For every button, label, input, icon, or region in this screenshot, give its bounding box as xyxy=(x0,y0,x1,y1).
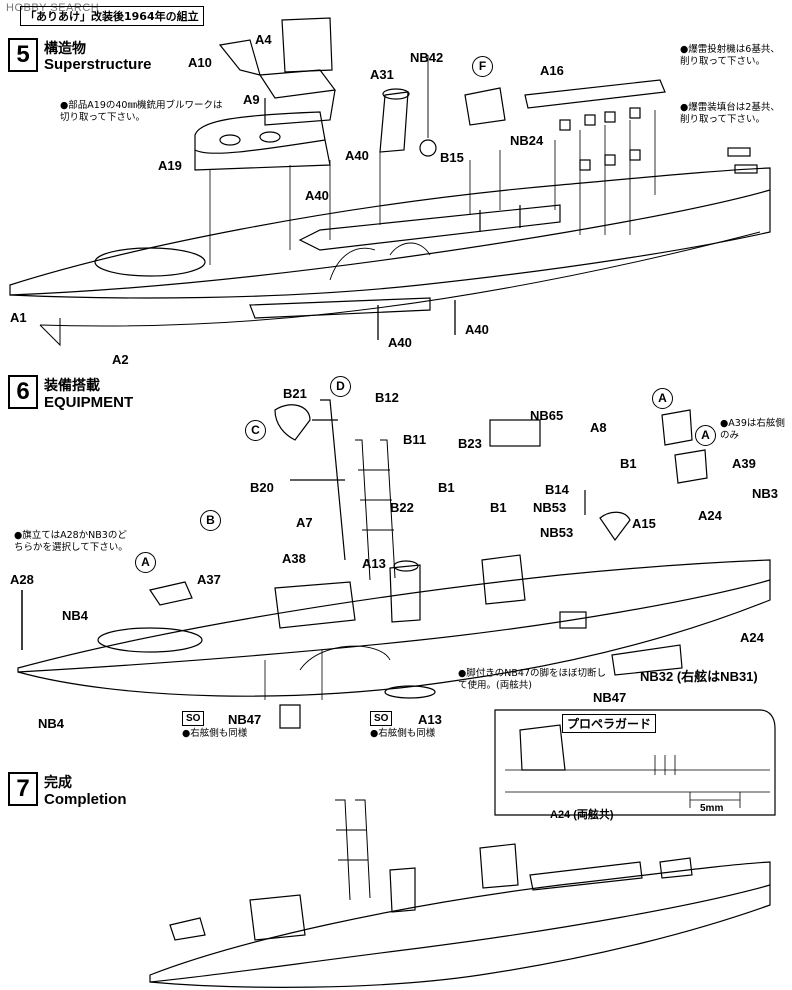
label-a-circle-1: A xyxy=(652,388,673,409)
note-flagpole-choice: ●旗立てはA28かNB3のどちらかを選択して下さい。 xyxy=(14,530,128,553)
step-6-title-en: EQUIPMENT xyxy=(44,394,134,411)
label-nb53-2: NB53 xyxy=(540,525,574,540)
label-d-circle: D xyxy=(330,376,351,397)
label-nb24: NB24 xyxy=(510,133,544,148)
label-a40-2: A40 xyxy=(305,188,329,203)
step-5-number: 5 xyxy=(8,38,38,72)
watermark: HOBBY SEARCH xyxy=(6,2,100,14)
label-a1: A1 xyxy=(10,310,27,325)
step-7-title-en: Completion xyxy=(44,791,127,808)
step-7-title-jp: 完成 xyxy=(44,775,72,791)
label-a40-3: A40 xyxy=(388,335,412,350)
label-nb42: NB42 xyxy=(410,50,444,65)
step-6-title-jp: 装備搭載 xyxy=(44,378,100,394)
label-c-circle: C xyxy=(245,420,266,441)
label-nb47-2: NB47 xyxy=(593,690,627,705)
so-badge-1: SO xyxy=(182,711,205,726)
label-a9: A9 xyxy=(243,92,260,107)
step-6-number: 6 xyxy=(8,375,38,409)
label-a24-2: A24 xyxy=(740,630,764,645)
label-b-circle: B xyxy=(200,510,221,531)
label-b22: B22 xyxy=(390,500,414,515)
note-depth-charge-launchers: ●爆雷投射機は6基共、削り取って下さい。 xyxy=(680,44,780,67)
label-a-circle-2: A xyxy=(695,425,716,446)
label-b1-3: B1 xyxy=(490,500,507,515)
label-a24-prop: A24 (両舷共) xyxy=(550,809,614,821)
label-nb4-2: NB4 xyxy=(38,716,65,731)
note-depth-charge-racks: ●爆雷装填台は2基共、削り取って下さい。 xyxy=(680,102,780,125)
label-nb3: NB3 xyxy=(752,486,779,501)
label-a13-2: A13 xyxy=(418,712,442,727)
label-a39: A39 xyxy=(732,456,756,471)
label-a7: A7 xyxy=(296,515,313,530)
label-nb4-1: NB4 xyxy=(62,608,89,623)
label-a37: A37 xyxy=(197,572,221,587)
label-a19: A19 xyxy=(158,158,182,173)
label-a8: A8 xyxy=(590,420,607,435)
label-b21: B21 xyxy=(283,386,307,401)
label-b11: B11 xyxy=(403,432,427,447)
label-nb47-1: NB47 xyxy=(228,712,262,727)
step-5-title-en: Superstructure xyxy=(44,56,152,73)
step-7-number: 7 xyxy=(8,772,38,806)
so-badge-2: SO xyxy=(370,711,393,726)
propeller-guard-title: プロペラガード xyxy=(562,714,657,733)
label-a38: A38 xyxy=(282,551,306,566)
label-a13-1: A13 xyxy=(362,556,386,571)
label-b14: B14 xyxy=(545,482,569,497)
label-b1-2: B1 xyxy=(438,480,455,495)
label-a2: A2 xyxy=(112,352,129,367)
label-a16: A16 xyxy=(540,63,564,78)
label-b12: B12 xyxy=(375,390,399,405)
label-a24-1: A24 xyxy=(698,508,722,523)
instruction-header-title: 「ありあけ」改装後1964年の組立 xyxy=(20,6,204,26)
note-a39-starboard: ●A39は右舷側のみ xyxy=(720,418,785,441)
label-b1-1: B1 xyxy=(620,456,637,471)
step-5-title-jp: 構造物 xyxy=(44,41,86,57)
label-a31: A31 xyxy=(370,67,394,82)
step6-hull-drawing xyxy=(17,399,771,729)
label-b23: B23 xyxy=(458,436,482,451)
label-a10: A10 xyxy=(188,55,212,70)
dimension-5mm: 5mm xyxy=(700,803,724,814)
note-nb47-legs: ●脚付きのNB47の脚をほぼ切断して使用。(両舷共) xyxy=(458,668,607,691)
label-a40-4: A40 xyxy=(465,322,489,337)
note-so-1: ●右舷側も同様 xyxy=(182,728,248,739)
note-so-2: ●右舷側も同様 xyxy=(370,728,436,739)
label-b20: B20 xyxy=(250,480,274,495)
label-a-circle-3: A xyxy=(135,552,156,573)
step7-ship-drawing xyxy=(149,799,771,988)
propeller-guard-inset xyxy=(494,709,776,816)
label-a40-1: A40 xyxy=(345,148,369,163)
label-a28: A28 xyxy=(10,572,34,587)
label-b15: B15 xyxy=(440,150,464,165)
label-nb65: NB65 xyxy=(530,408,564,423)
label-a4: A4 xyxy=(255,32,272,47)
note-a19-bulwark: ●部品A19の40㎜機銃用ブルワークは切り取って下さい。 xyxy=(60,100,223,123)
label-nb32: NB32 (右舷はNB31) xyxy=(640,669,758,684)
step5-hull-drawing xyxy=(9,17,771,347)
label-nb53-1: NB53 xyxy=(533,500,567,515)
label-f-circle: F xyxy=(472,56,493,77)
label-a15: A15 xyxy=(632,516,656,531)
